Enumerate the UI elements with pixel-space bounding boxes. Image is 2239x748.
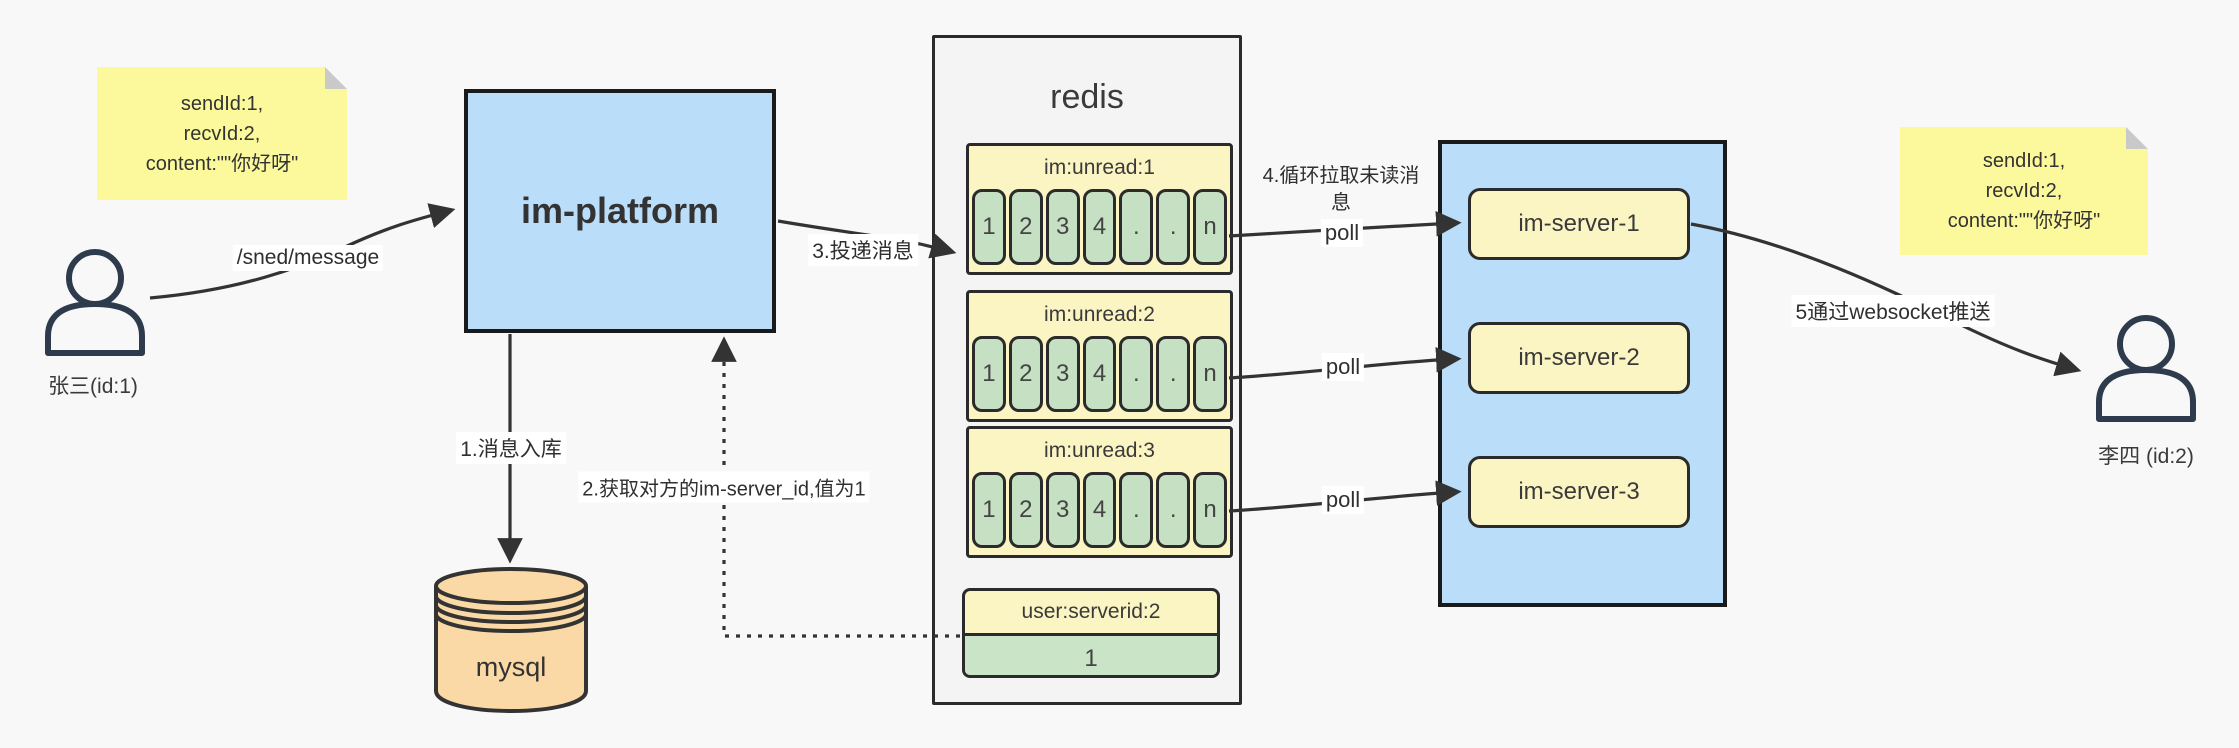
get-serverid-label: 2.获取对方的im-server_id,值为1 [578, 471, 870, 503]
queue-cell: 2 [1008, 336, 1043, 412]
receiver-actor [2091, 314, 2201, 427]
queue-im-unread-1: im:unread:1 1 2 3 4 . . n [966, 143, 1233, 275]
queue-cell: n [1193, 472, 1228, 548]
note-line: sendId:1, [1982, 150, 2066, 172]
im-platform-box: im-platform [464, 89, 776, 333]
note-line: recvId:2, [1985, 180, 2063, 202]
im-server-3-label: im-server-3 [1518, 478, 1640, 505]
queue-cell: 3 [1045, 472, 1080, 548]
queue-cell: 3 [1045, 189, 1080, 265]
note-line: sendId:1, [180, 92, 264, 115]
im-server-2-box: im-server-2 [1468, 322, 1690, 394]
queue-cell: 4 [1082, 472, 1117, 548]
person-icon [45, 249, 145, 356]
note-line: content:""你好呀" [1947, 210, 2101, 232]
store-label: 1.消息入库 [456, 432, 566, 464]
mysql-database: mysql [431, 564, 591, 719]
queue-im-unread-2: im:unread:2 1 2 3 4 . . n [966, 290, 1233, 422]
queue-cells: 1 2 3 4 . . n [969, 472, 1230, 548]
queue-cell: 2 [1008, 189, 1043, 265]
queue-header: im:unread:2 [1044, 302, 1155, 326]
im-server-3-box: im-server-3 [1468, 456, 1690, 528]
poll-label-2: poll [1321, 353, 1365, 381]
queue-cell: n [1193, 189, 1228, 265]
poll-label-1: poll [1320, 219, 1364, 247]
queue-cell: 1 [972, 336, 1006, 412]
receiver-message-note: sendId:1, recvId:2, content:""你好呀" [1900, 127, 2148, 255]
queue-cell: . [1156, 472, 1191, 548]
poll-label-3: poll [1321, 486, 1365, 514]
kv-header: user:serverid:2 [965, 591, 1217, 636]
queue-header: im:unread:1 [1044, 155, 1155, 179]
send-message-label: /sned/message [232, 245, 384, 271]
queue-cell: n [1193, 336, 1228, 412]
queue-im-unread-3: im:unread:3 1 2 3 4 . . n [966, 426, 1233, 558]
im-server-2-label: im-server-2 [1518, 344, 1640, 371]
mysql-label: mysql [476, 652, 547, 682]
queue-cell: 2 [1008, 472, 1043, 548]
kv-value: 1 [965, 636, 1217, 675]
sender-name: 张三(id:1) [48, 375, 138, 398]
queue-cell: . [1119, 336, 1154, 412]
im-server-1-label: im-server-1 [1518, 210, 1640, 237]
note-line: recvId:2, [183, 122, 261, 145]
queue-cell: 4 [1082, 189, 1117, 265]
websocket-push-label: 5通过websocket推送 [1791, 295, 1995, 327]
queue-cell: . [1156, 189, 1191, 265]
queue-cell: 1 [972, 189, 1006, 265]
pull-unread-label: 4.循环拉取未读消息 [1262, 165, 1420, 214]
queue-cell: 4 [1082, 336, 1117, 412]
im-platform-title: im-platform [521, 190, 719, 231]
queue-header: im:unread:3 [1044, 438, 1155, 462]
queue-cell: . [1119, 189, 1154, 265]
im-server-1-box: im-server-1 [1468, 188, 1690, 260]
receiver-name: 李四 (id:2) [2098, 445, 2194, 468]
queue-cell: . [1119, 472, 1154, 548]
database-cylinder-icon: mysql [434, 567, 588, 714]
note-line: content:""你好呀" [145, 152, 299, 175]
deliver-label: 3.投递消息 [808, 234, 918, 266]
queue-cell: . [1156, 336, 1191, 412]
sender-message-note: sendId:1, recvId:2, content:""你好呀" [97, 67, 347, 200]
queue-cells: 1 2 3 4 . . n [969, 189, 1230, 265]
person-icon [2096, 315, 2196, 422]
user-serverid-block: user:serverid:2 1 [962, 588, 1220, 678]
sender-actor [40, 248, 150, 361]
queue-cell: 3 [1045, 336, 1080, 412]
queue-cell: 1 [972, 472, 1006, 548]
queue-cells: 1 2 3 4 . . n [969, 336, 1230, 412]
redis-title: redis [1050, 78, 1124, 116]
